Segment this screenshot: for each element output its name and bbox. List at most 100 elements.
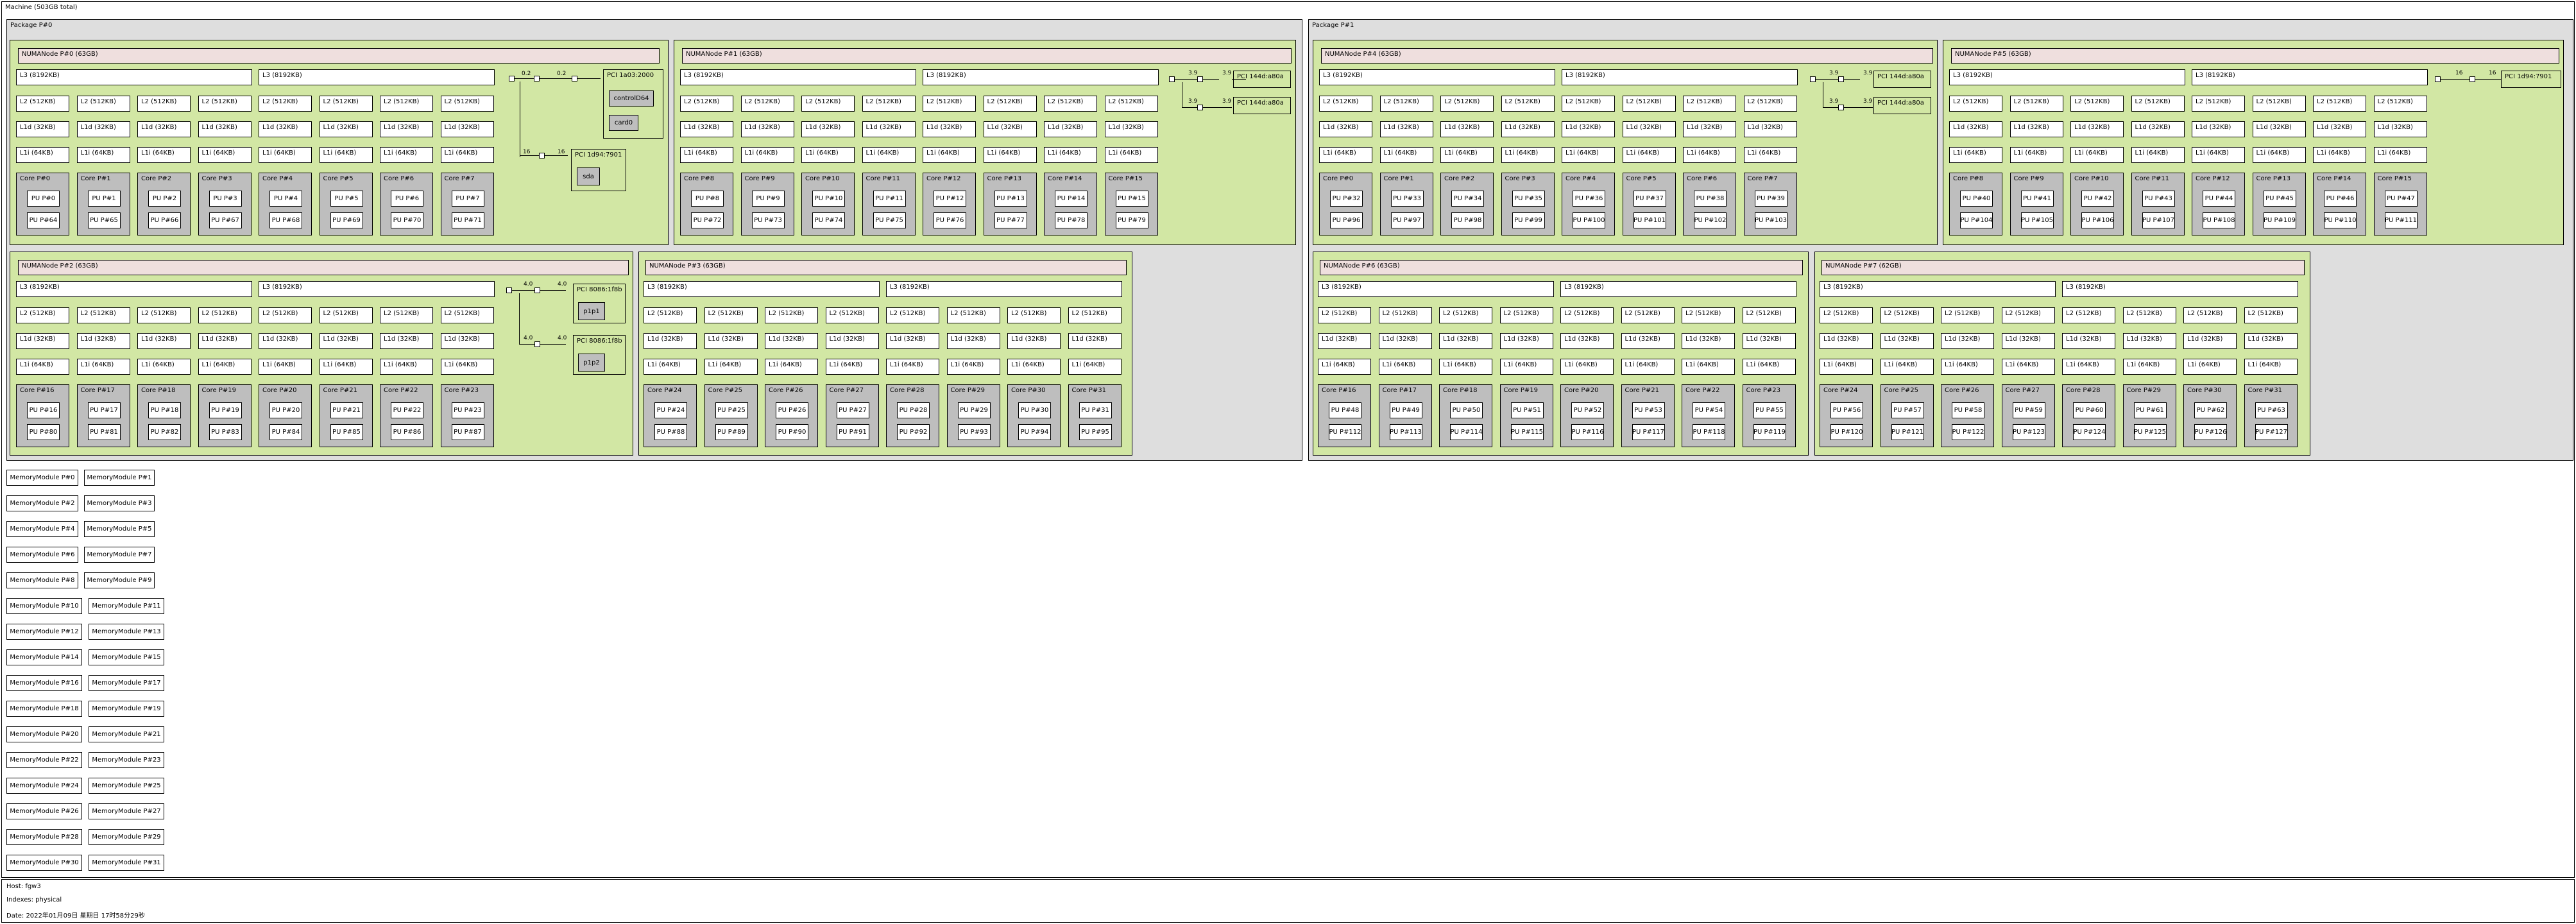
l2-cache-label: L2 (512KB) [20, 310, 56, 317]
l1i-cache-label: L1i (64KB) [2135, 150, 2169, 157]
memory-module-label: MemoryModule P#10 [10, 603, 79, 610]
pu: PU P#117 [1632, 424, 1665, 440]
pu: PU P#124 [2073, 424, 2106, 440]
pu-label: PU P#91 [839, 429, 867, 436]
l1d-cache-label: L1d (32KB) [708, 336, 744, 343]
memory-module: MemoryModule P#6 [6, 547, 78, 563]
pu-label: PU P#102 [1694, 217, 1727, 224]
pu-label: PU P#105 [2020, 217, 2054, 224]
l2-cache: L2 (512KB) [1682, 307, 1735, 323]
pu-label: PU P#14 [1057, 195, 1086, 202]
pu-label: PU P#47 [2387, 195, 2415, 202]
pu-label: PU P#92 [899, 429, 928, 436]
pu: PU P#4 [269, 191, 302, 207]
l1d-cache-label: L1d (32KB) [1443, 336, 1479, 343]
package-label: Package P#0 [10, 22, 53, 29]
l2-cache: L2 (512KB) [1683, 96, 1736, 112]
pci-link-line [1844, 79, 1860, 80]
l1d-cache-label: L1d (32KB) [1687, 124, 1723, 131]
pu-label: PU P#49 [1392, 407, 1420, 414]
l2-cache: L2 (512KB) [2070, 96, 2124, 112]
l3-cache-label: L3 (8192KB) [2066, 284, 2106, 291]
l3-cache-label: L3 (8192KB) [1565, 72, 1605, 79]
legend-date: Date: 2022年01月09日 星期日 17时58分29秒 [6, 912, 145, 920]
pu: PU P#43 [2142, 191, 2175, 207]
memory-module: MemoryModule P#26 [6, 803, 82, 819]
pu-label: PU P#52 [1573, 407, 1602, 414]
pu: PU P#36 [1573, 191, 1605, 207]
l1i-cache: L1i (64KB) [2001, 359, 2055, 375]
l2-cache: L2 (512KB) [1439, 307, 1492, 323]
l1i-cache-label: L1i (64KB) [2074, 150, 2108, 157]
pu-label: PU P#33 [1393, 195, 1421, 202]
l1i-cache-label: L1i (64KB) [1443, 361, 1476, 368]
pci-bridge-port [1838, 76, 1844, 82]
l1d-cache-label: L1d (32KB) [1048, 124, 1084, 131]
memory-module-label: MemoryModule P#27 [92, 808, 161, 815]
l1d-cache: L1d (32KB) [983, 121, 1037, 137]
l1i-cache-label: L1i (64KB) [2013, 150, 2047, 157]
pu-label: PU P#18 [150, 407, 179, 414]
core-label: Core P#4 [262, 175, 293, 182]
pu: PU P#106 [2081, 212, 2114, 228]
l2-cache-label: L2 (512KB) [1746, 310, 1782, 317]
l1i-cache: L1i (64KB) [801, 147, 855, 163]
pu-label: PU P#62 [2196, 407, 2225, 414]
core-label: Core P#31 [2248, 387, 2282, 394]
pu-label: PU P#124 [2073, 429, 2106, 436]
pu-label: PU P#13 [996, 195, 1025, 202]
pci-link-speed: 3.9 [1863, 70, 1873, 76]
l3-cache-label: L3 (8192KB) [926, 72, 966, 79]
memory-module: MemoryModule P#23 [89, 752, 164, 768]
pu: PU P#25 [715, 402, 748, 418]
memory-module: MemoryModule P#7 [84, 547, 155, 563]
pu-label: PU P#44 [2205, 195, 2233, 202]
l2-cache: L2 (512KB) [1104, 96, 1158, 112]
memory-module: MemoryModule P#31 [89, 855, 164, 871]
pu-label: PU P#38 [1696, 195, 1725, 202]
pci-link-speed: 0.2 [557, 71, 567, 77]
pci-link-speed: 16 [2455, 70, 2463, 76]
core-label: Core P#13 [2256, 175, 2290, 182]
os-device: sda [577, 167, 600, 185]
pu: PU P#54 [1693, 402, 1725, 418]
pu-label: PU P#54 [1694, 407, 1723, 414]
pu: PU P#55 [1753, 402, 1786, 418]
l1d-cache-label: L1d (32KB) [2066, 336, 2102, 343]
pu-label: PU P#9 [756, 195, 780, 202]
l1i-cache: L1i (64KB) [1379, 147, 1433, 163]
legend-indexes: Indexes: physical [6, 896, 62, 903]
l1i-cache: L1i (64KB) [2131, 147, 2185, 163]
pu: PU P#120 [1830, 424, 1863, 440]
l3-cache-label: L3 (8192KB) [1953, 72, 1993, 79]
l1i-cache-label: L1i (64KB) [1011, 361, 1045, 368]
l1i-cache-label: L1i (64KB) [1323, 150, 1356, 157]
l1i-cache-label: L1i (64KB) [987, 150, 1021, 157]
l2-cache-label: L2 (512KB) [1945, 310, 1981, 317]
l1d-cache-label: L1d (32KB) [262, 336, 298, 343]
l2-cache: L2 (512KB) [2122, 307, 2176, 323]
pu: PU P#80 [27, 424, 60, 440]
pu-label: PU P#109 [2263, 217, 2296, 224]
l1d-cache: L1d (32KB) [1104, 121, 1158, 137]
l2-cache: L2 (512KB) [1379, 96, 1433, 112]
numanode-1-3: NUMANode P#7 (62GB)L3 (8192KB)L3 (8192KB… [1814, 252, 2310, 456]
core-label: Core P#20 [1564, 387, 1599, 394]
l1i-cache: L1i (64KB) [440, 147, 494, 163]
l1i-cache: L1i (64KB) [704, 359, 758, 375]
l1i-cache: L1i (64KB) [137, 147, 191, 163]
l1d-cache: L1d (32KB) [16, 121, 69, 137]
pu-label: PU P#1 [92, 195, 116, 202]
pu-label: PU P#21 [332, 407, 361, 414]
l1d-cache-label: L1d (32KB) [80, 336, 116, 343]
pu-label: PU P#12 [935, 195, 964, 202]
pci-device-label: PCI 144d:a80a [1877, 73, 1924, 80]
pci-link-line [1232, 79, 1246, 80]
l1d-cache-label: L1d (32KB) [444, 336, 480, 343]
l1i-cache: L1i (64KB) [76, 147, 130, 163]
pu: PU P#60 [2073, 402, 2106, 418]
